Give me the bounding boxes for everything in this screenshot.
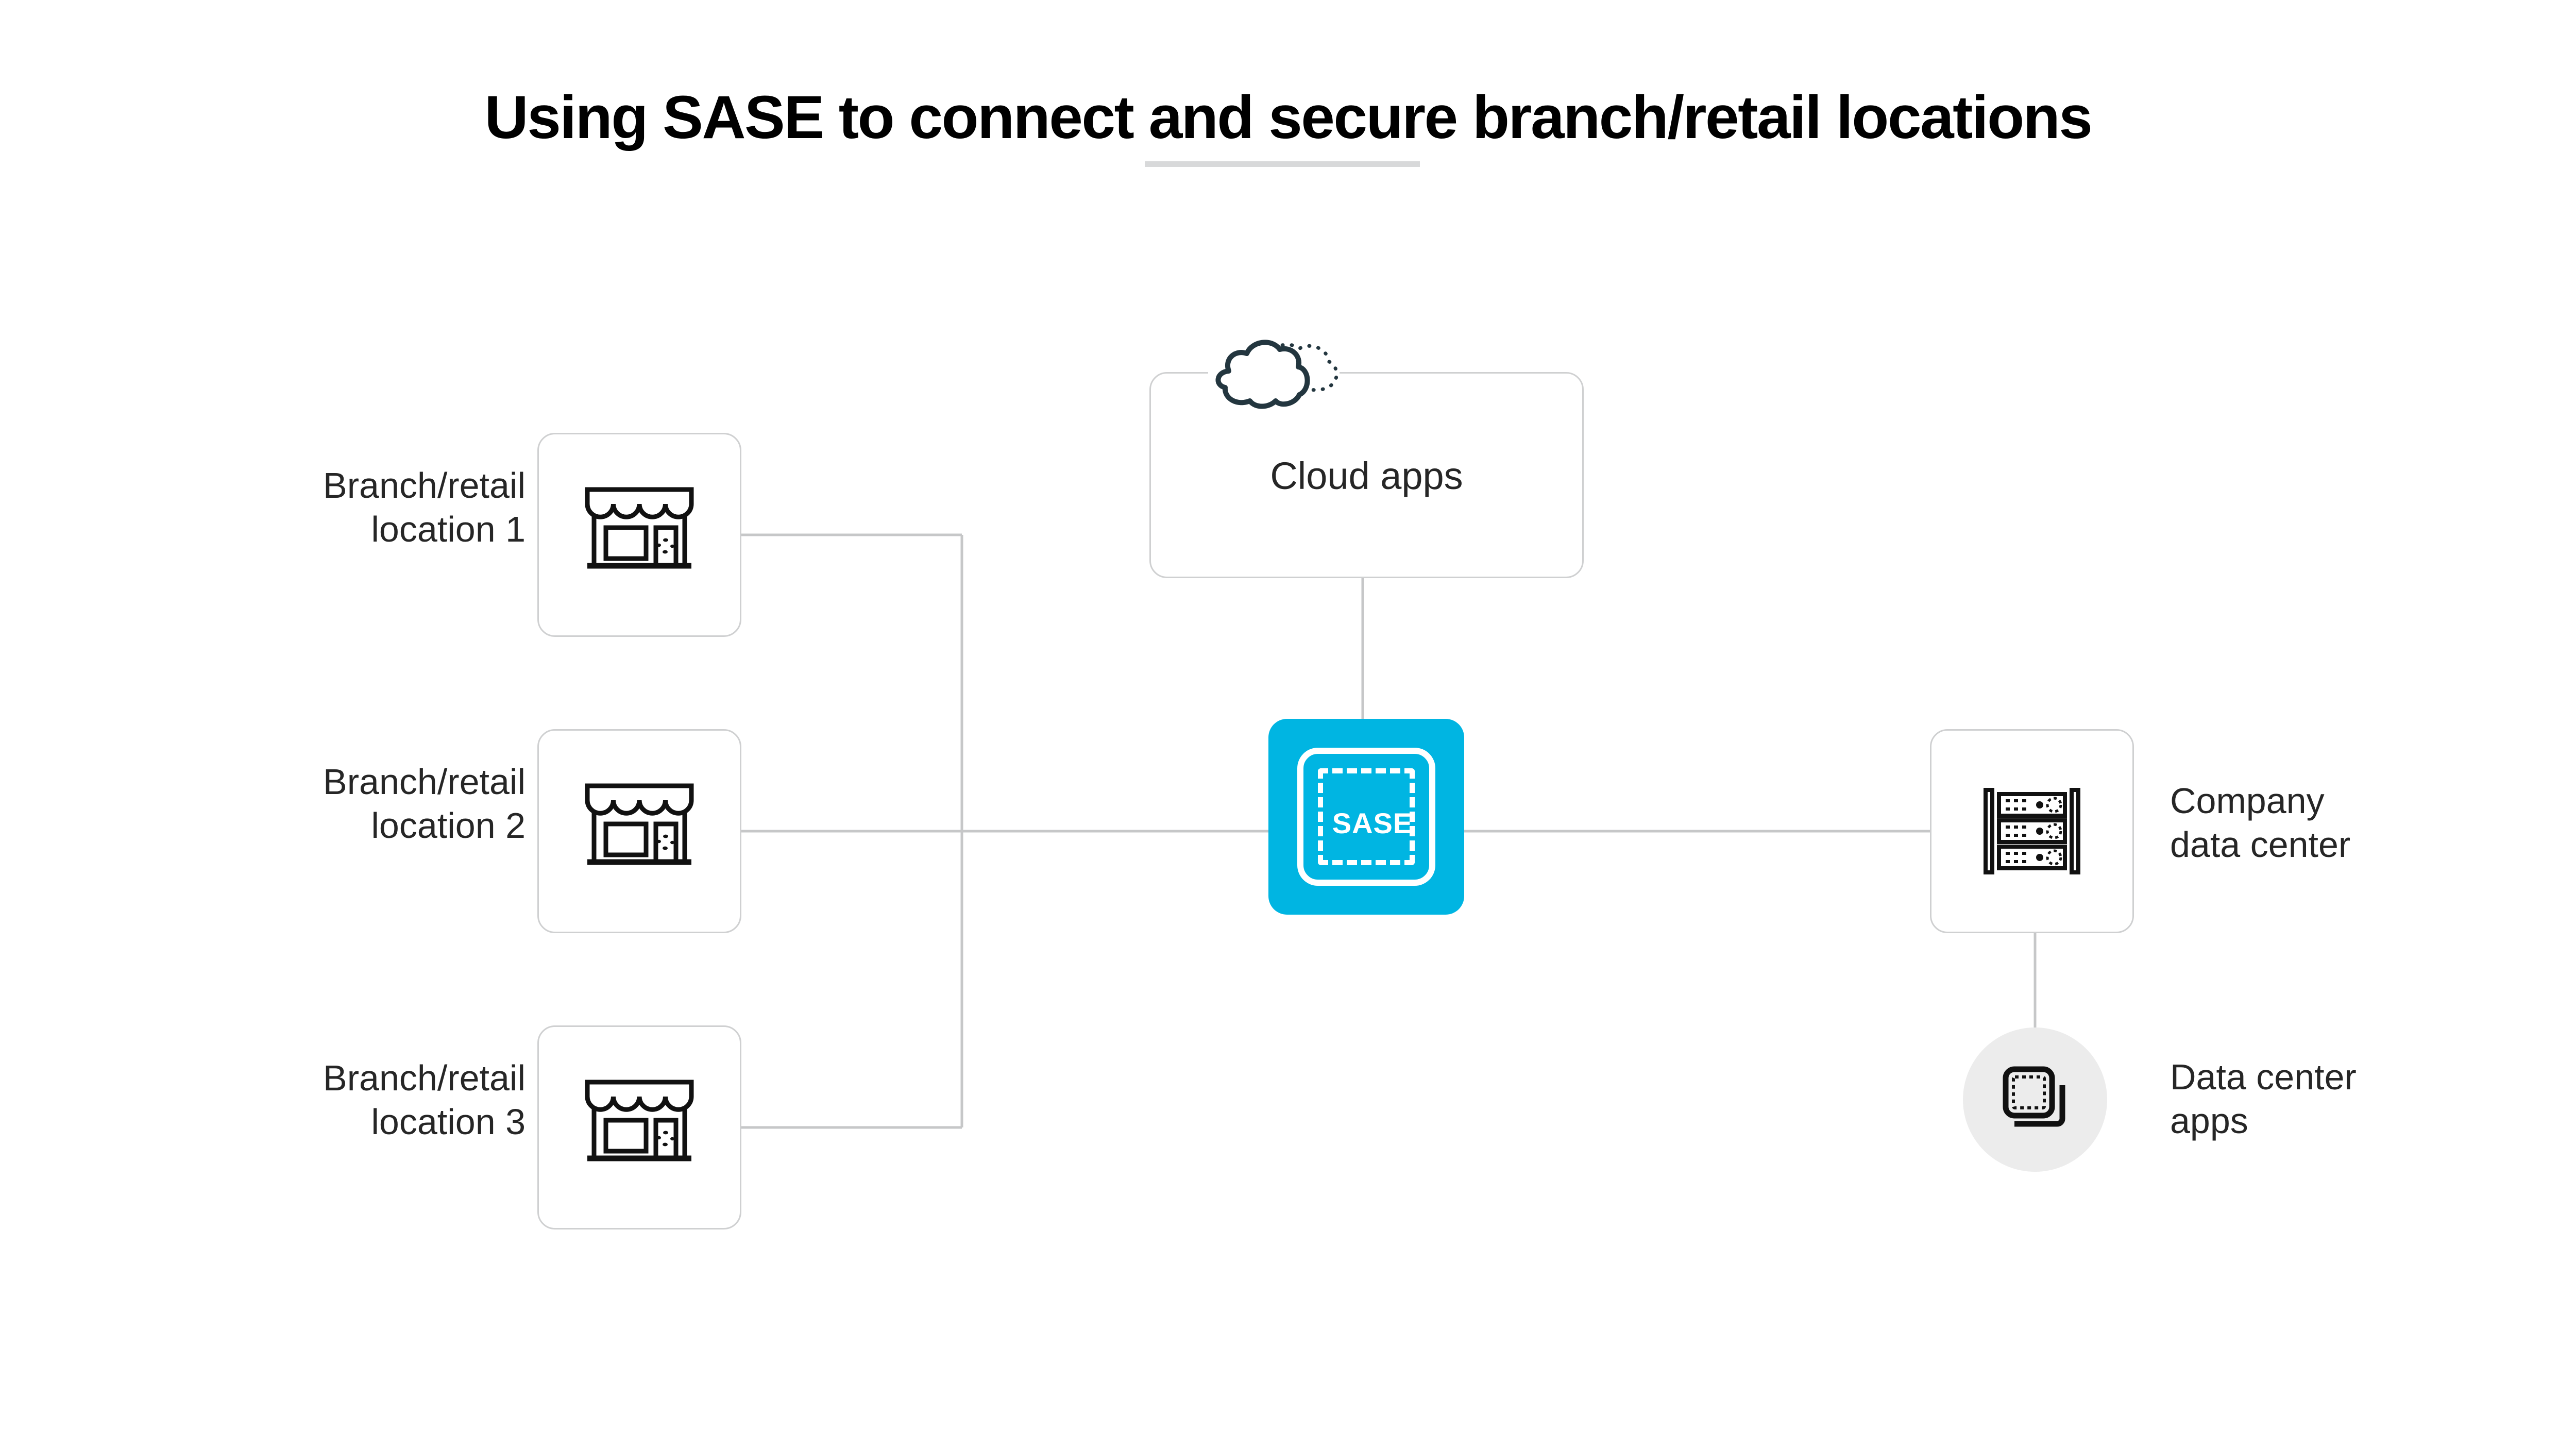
sase-label: SASE (1332, 806, 1413, 839)
data-center-apps-label: Data center apps (2170, 1057, 2357, 1141)
company-data-center-node[interactable] (1930, 729, 2134, 933)
branch-retail-location-1-label: Branch/retail location 1 (323, 465, 526, 550)
sase-dashed-border (1318, 768, 1415, 865)
branch-retail-location-1-node[interactable] (537, 433, 741, 637)
app-stack-icon (1963, 1027, 2107, 1172)
storefront-icon (539, 1027, 740, 1228)
cloud-icon (1200, 335, 1347, 430)
branch-retail-location-3-node[interactable] (537, 1025, 741, 1229)
server-rack-icon (1931, 731, 2132, 932)
branch-retail-location-2-node[interactable] (537, 729, 741, 933)
storefront-icon (539, 434, 740, 635)
branch-retail-location-3-label: Branch/retail location 3 (323, 1058, 526, 1142)
page-title: Using SASE to connect and secure branch/… (484, 83, 2093, 152)
branch-retail-location-2-label: Branch/retail location 2 (323, 762, 526, 846)
sase-shield-icon: SASE (1297, 748, 1435, 886)
title-divider (1145, 161, 1420, 167)
sase-hub-node[interactable]: SASE (1268, 719, 1464, 915)
storefront-icon (539, 731, 740, 932)
data-center-apps-node[interactable] (1963, 1027, 2107, 1172)
company-data-center-label: Company data center (2170, 781, 2351, 865)
cloud-apps-node[interactable] (1149, 372, 1584, 578)
cloud-apps-label: Cloud apps (1270, 454, 1463, 497)
